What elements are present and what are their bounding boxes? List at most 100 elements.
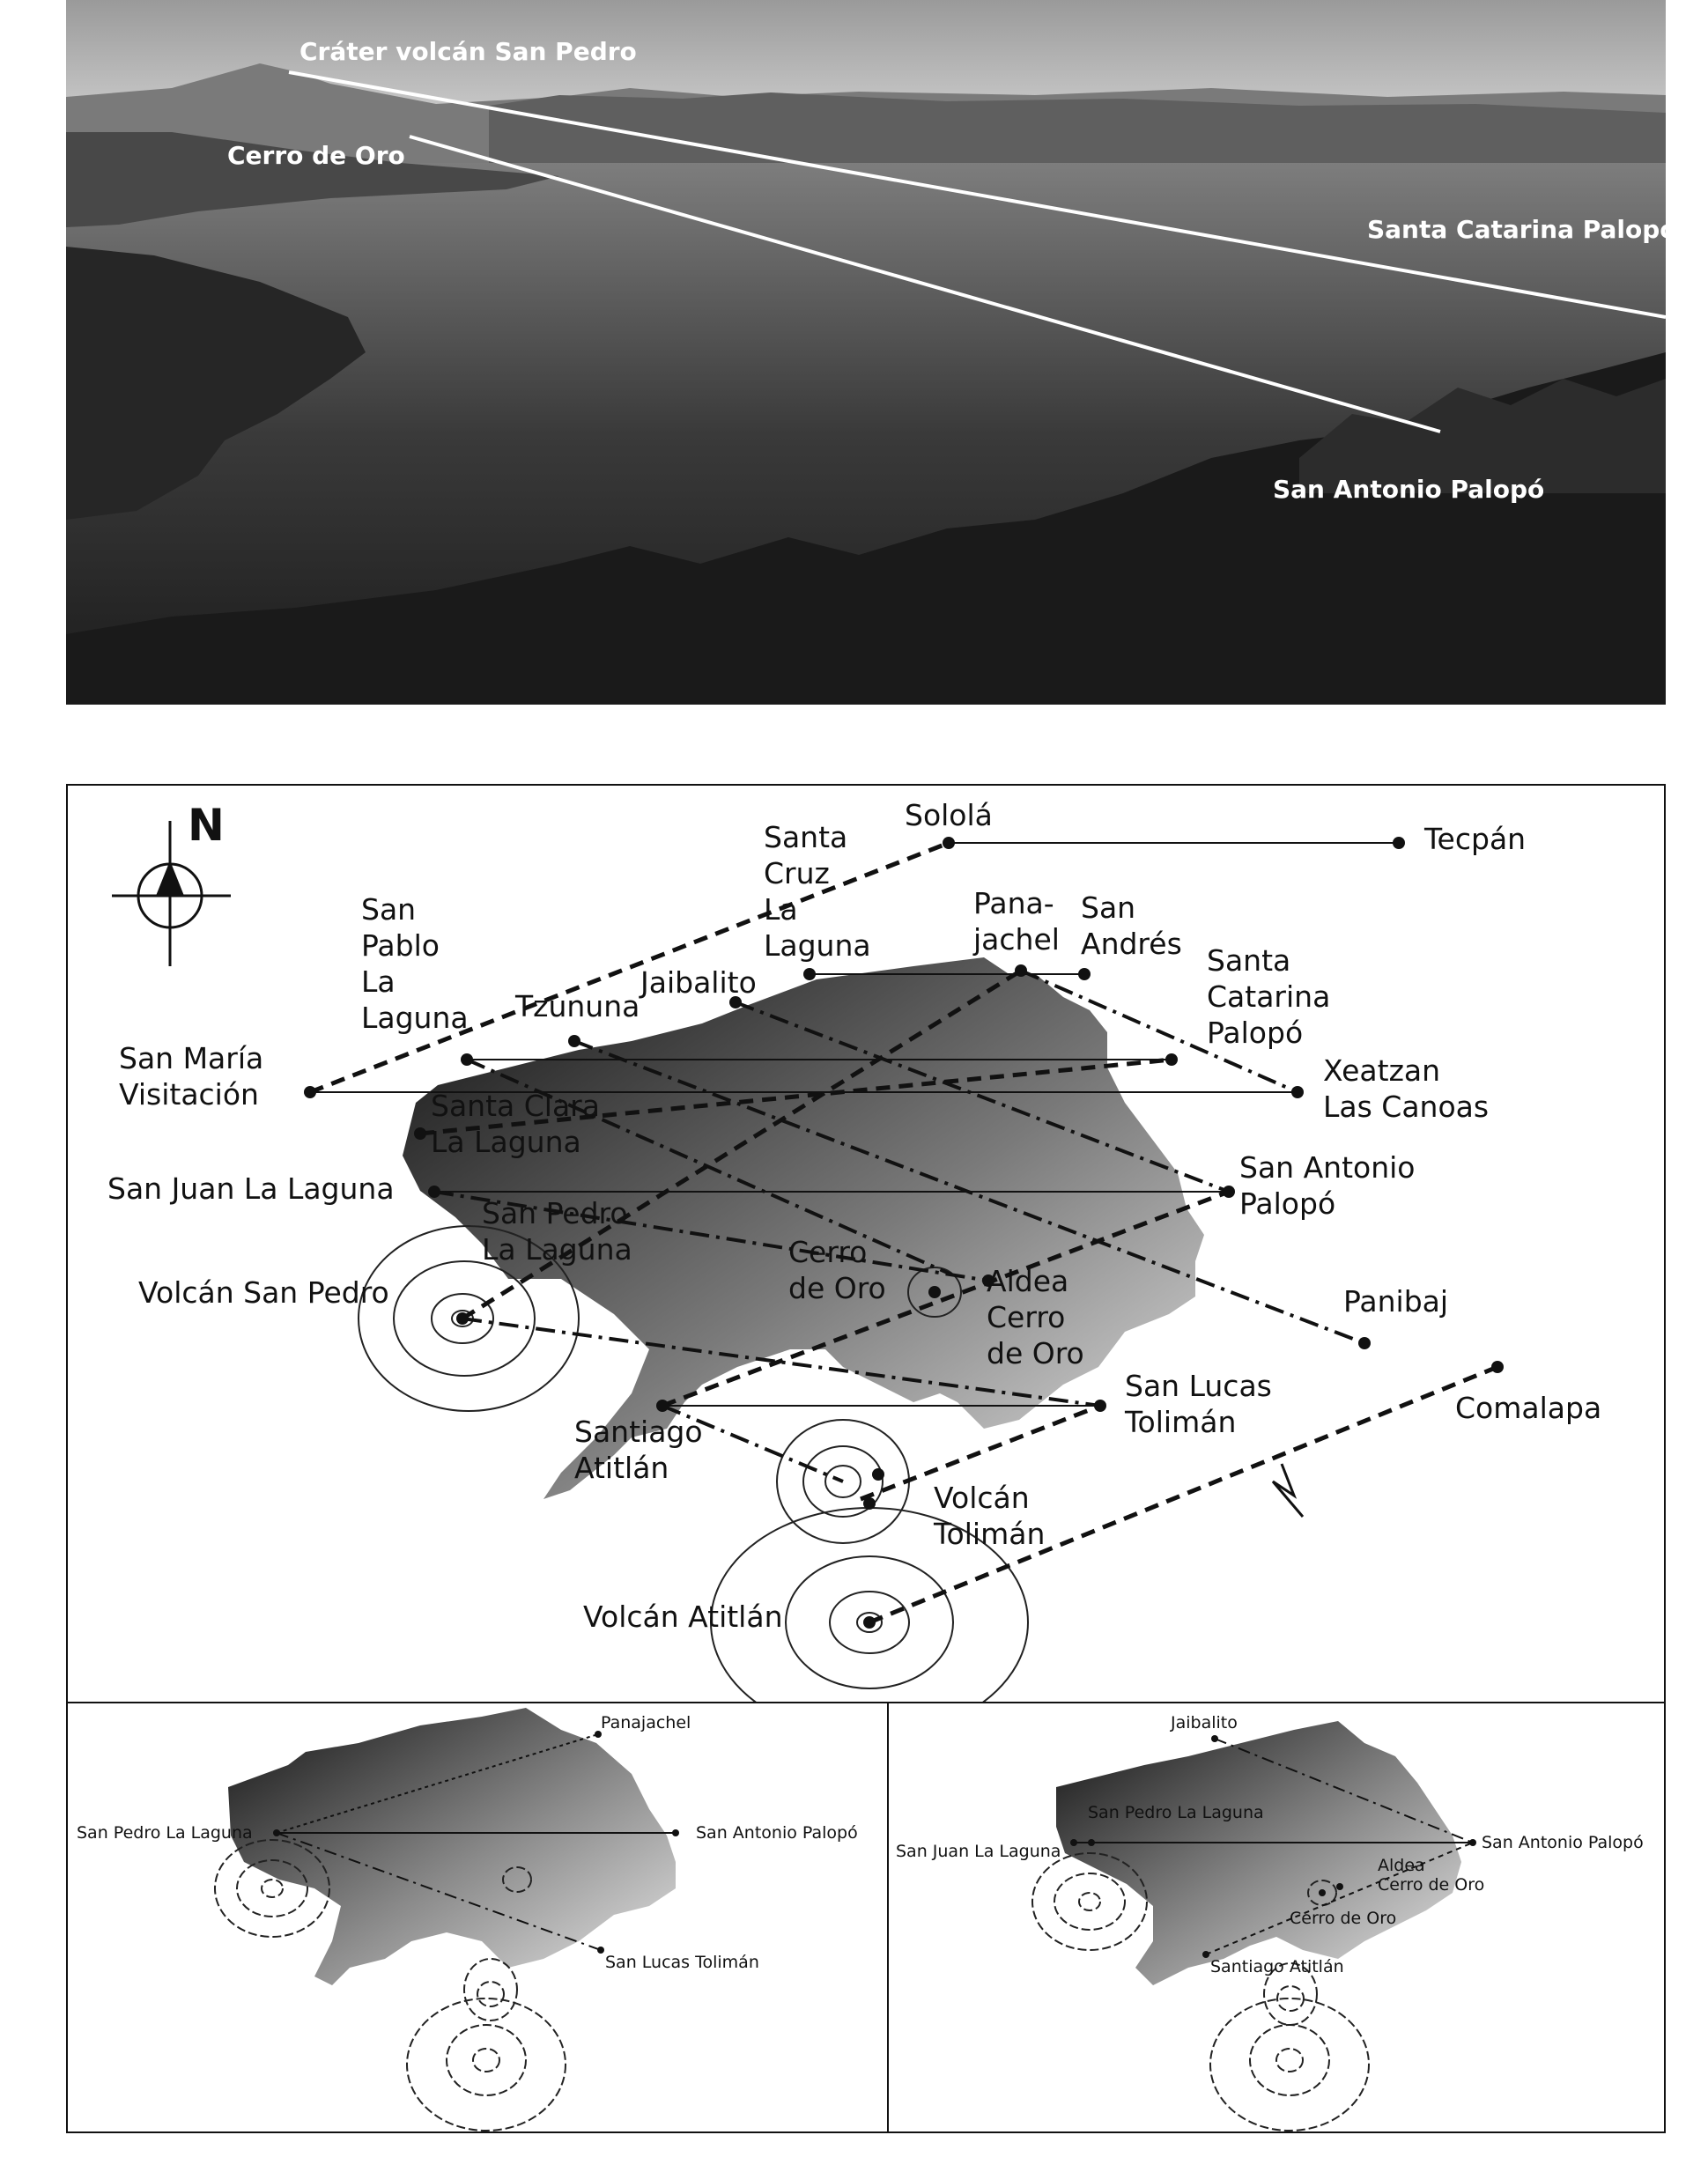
inset-right-label-san-juan: San Juan La Laguna <box>896 1842 1061 1861</box>
volcan-toliman-contour-mid <box>802 1445 884 1518</box>
svg-text:Andrés: Andrés <box>1081 927 1182 961</box>
label-santa-clara: Santa Clara La Laguna <box>431 1089 600 1159</box>
inset-left-label-san-lucas: San Lucas Tolimán <box>605 1953 759 1972</box>
svg-text:Santa: Santa <box>1207 943 1290 978</box>
label-cerro-de-oro: Cerro de Oro <box>788 1235 886 1305</box>
volcan-san-pedro-contour-inner <box>431 1293 494 1344</box>
lake-photo: Cráter volcán San Pedro Cerro de Oro San… <box>66 0 1666 705</box>
inset-right-label-san-pedro: San Pedro La Laguna <box>1088 1803 1264 1822</box>
svg-text:Palopó: Palopó <box>1239 1186 1335 1221</box>
svg-text:Xeatzan: Xeatzan <box>1323 1053 1440 1088</box>
main-map-svg: N <box>107 798 1601 1738</box>
break-mark <box>1271 1463 1305 1518</box>
inset-right-sightlines <box>1074 1738 1474 1955</box>
inset-left-sightlines <box>276 1733 676 1951</box>
svg-text:Aldea: Aldea <box>987 1264 1068 1298</box>
svg-text:jachel: jachel <box>972 922 1060 957</box>
main-map: N <box>68 786 1664 1738</box>
svg-text:Santa Clara: Santa Clara <box>431 1089 600 1123</box>
svg-text:Santa: Santa <box>764 820 847 854</box>
volcan-san-pedro-contour-mid <box>393 1260 536 1377</box>
svg-text:de Oro: de Oro <box>987 1336 1084 1370</box>
inset-right-svg: Jaibalito San Pedro La Laguna San Juan L… <box>896 1713 1644 2131</box>
svg-text:Pablo: Pablo <box>361 928 440 963</box>
right-canopy <box>1299 379 1666 493</box>
inset-map-left: Panajachel San Pedro La Laguna San Anton… <box>68 1702 887 2131</box>
compass-rose-icon: N <box>112 800 231 966</box>
volcan-atitlan-contour-mid <box>785 1555 954 1689</box>
far-shore <box>489 92 1666 167</box>
inset-left-label-panajachel: Panajachel <box>601 1713 691 1732</box>
label-volcan-san-pedro: Volcán San Pedro <box>138 1275 389 1310</box>
svg-text:San Lucas: San Lucas <box>1125 1369 1272 1403</box>
label-santiago: Santiago Atitlán <box>574 1415 703 1485</box>
inset-right-label-san-antonio: San Antonio Palopó <box>1482 1833 1644 1852</box>
dashdot-sightlines <box>433 969 1365 1483</box>
label-san-maria: San María Visitación <box>119 1041 263 1112</box>
svg-text:San Pedro: San Pedro <box>482 1196 628 1230</box>
inset-right-label-aldea-cerro: Cerro de Oro <box>1378 1875 1484 1895</box>
label-tecpan: Tecpán <box>1423 822 1526 856</box>
svg-text:La Laguna: La Laguna <box>482 1232 632 1267</box>
label-san-pablo: San Pablo La Laguna <box>361 892 469 1035</box>
inset-left-contours <box>214 1839 566 2131</box>
svg-text:La: La <box>361 964 396 999</box>
inset-left-lake-shape <box>228 1708 676 1985</box>
svg-text:Atitlán: Atitlán <box>574 1451 669 1485</box>
inset-left-label-san-antonio: San Antonio Palopó <box>696 1823 858 1843</box>
inset-left-svg: Panajachel San Pedro La Laguna San Anton… <box>77 1708 858 2131</box>
svg-text:Visitación: Visitación <box>119 1077 259 1112</box>
lake-photo-panel: Cráter volcán San Pedro Cerro de Oro San… <box>66 0 1666 705</box>
label-tzununa: Tzununa <box>514 989 640 1023</box>
svg-text:Cruz: Cruz <box>764 856 830 890</box>
svg-text:de Oro: de Oro <box>788 1271 886 1305</box>
svg-text:San: San <box>1081 890 1135 925</box>
svg-text:Volcán: Volcán <box>934 1481 1030 1515</box>
label-santa-cruz: Santa Cruz La Laguna <box>764 820 871 963</box>
dashed-sightlines <box>309 840 1498 1625</box>
left-headland-far <box>66 132 559 227</box>
label-jaibalito: Jaibalito <box>639 965 757 1000</box>
inset-map-right: Jaibalito San Pedro La Laguna San Juan L… <box>887 1702 1664 2131</box>
svg-text:San María: San María <box>119 1041 263 1075</box>
photo-label-crater: Cráter volcán San Pedro <box>299 37 637 66</box>
cerro-de-oro-contour <box>907 1267 962 1318</box>
svg-text:La Laguna: La Laguna <box>431 1125 581 1159</box>
foreground-vegetation <box>66 352 1666 705</box>
svg-text:Laguna: Laguna <box>361 1001 469 1035</box>
svg-text:Santiago: Santiago <box>574 1415 703 1449</box>
volcan-atitlan-contour-inner <box>829 1591 910 1654</box>
svg-text:Palopó: Palopó <box>1207 1016 1303 1050</box>
svg-text:Catarina: Catarina <box>1207 979 1330 1014</box>
volcan-atitlan-contour-core <box>856 1612 883 1633</box>
svg-text:Tolimán: Tolimán <box>933 1517 1045 1551</box>
label-san-andres: San Andrés <box>1081 890 1182 961</box>
solid-sightlines <box>310 842 1399 1407</box>
photo-label-cerro: Cerro de Oro <box>227 141 405 170</box>
location-dots <box>304 837 1504 1629</box>
left-headland-near <box>66 247 366 520</box>
svg-text:Cerro: Cerro <box>788 1235 867 1269</box>
sight-line-crater <box>288 70 1666 319</box>
svg-text:Las Canoas: Las Canoas <box>1323 1090 1489 1124</box>
label-san-antonio: San Antonio Palopó <box>1239 1150 1415 1221</box>
label-solola: Sololá <box>905 798 993 832</box>
svg-text:Cerro: Cerro <box>987 1300 1065 1334</box>
svg-text:Laguna: Laguna <box>764 928 871 963</box>
inset-right-contours <box>1031 1852 1370 2131</box>
label-san-lucas: San Lucas Tolimán <box>1124 1369 1272 1439</box>
volcan-toliman-contour-inner <box>824 1465 861 1498</box>
svg-text:San Antonio: San Antonio <box>1239 1150 1415 1185</box>
label-panibaj: Panibaj <box>1343 1284 1448 1319</box>
inset-right-label-santiago: Santiago Atitlán <box>1210 1957 1344 1976</box>
label-san-juan: San Juan La Laguna <box>107 1171 395 1206</box>
inset-right-label-jaibalito: Jaibalito <box>1170 1713 1238 1732</box>
sight-line-cerro <box>409 135 1441 433</box>
svg-text:La: La <box>764 892 798 927</box>
north-label: N <box>188 800 225 851</box>
label-comalapa: Comalapa <box>1455 1391 1601 1425</box>
inset-right-label-cerro-de-oro: Cerro de Oro <box>1290 1909 1396 1928</box>
svg-text:Tolimán: Tolimán <box>1124 1405 1236 1439</box>
label-xeatzan: Xeatzan Las Canoas <box>1323 1053 1489 1124</box>
inset-right-dots <box>1070 1735 1476 1958</box>
